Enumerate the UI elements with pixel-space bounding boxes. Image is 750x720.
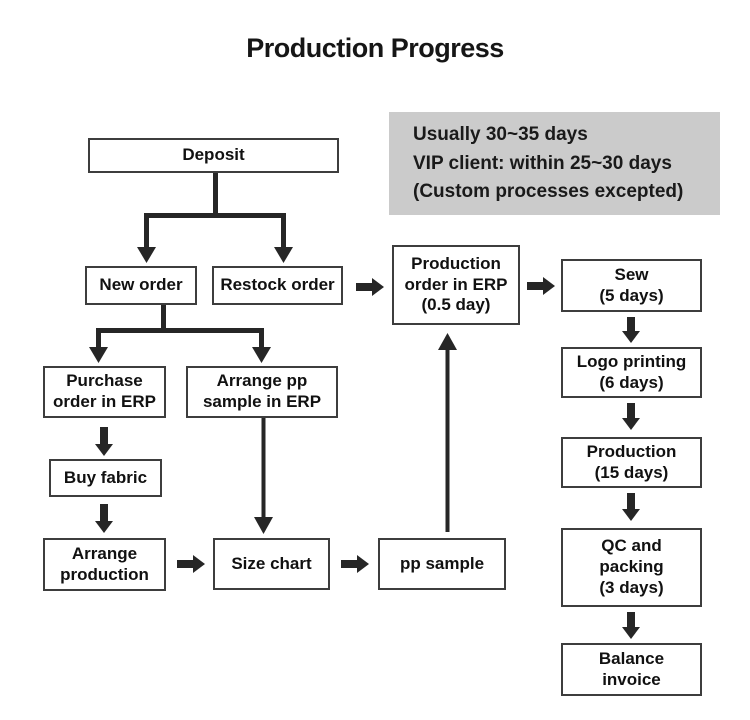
node-sew: Sew (5 days) <box>561 259 702 312</box>
arrow-sew-to-logo-printing <box>622 317 640 343</box>
arrowhead-to-size-chart <box>254 517 273 534</box>
arrowhead-to-purchase-order <box>89 347 108 363</box>
note-line-custom: (Custom processes excepted) <box>413 181 684 203</box>
arrow-buy-fabric-to-arrange-production <box>95 504 113 533</box>
arrowhead-to-production-order <box>438 333 457 350</box>
arrow-new-order-split <box>96 305 264 349</box>
arrowhead-to-new-order <box>137 247 156 263</box>
arrow-restock-to-production-order <box>356 278 384 296</box>
note-line-usual: Usually 30~35 days <box>413 123 588 145</box>
node-pp-sample: pp sample <box>378 538 506 590</box>
node-arrange-pp-sample: Arrange pp sample in ERP <box>186 366 338 418</box>
arrowhead-to-restock-order <box>274 247 293 263</box>
arrow-deposit-split <box>144 173 286 249</box>
arrow-qc-packing-to-balance-invoice <box>622 612 640 639</box>
note-line-vip: VIP client: within 25~30 days <box>413 152 672 174</box>
arrow-arrange-production-to-size-chart <box>177 555 205 573</box>
arrow-logo-printing-to-production <box>622 403 640 430</box>
arrow-production-to-qc-packing <box>622 493 640 521</box>
node-restock-order: Restock order <box>212 266 343 305</box>
node-buy-fabric: Buy fabric <box>49 459 162 497</box>
lead-time-note: Usually 30~35 days VIP client: within 25… <box>389 112 720 215</box>
node-new-order: New order <box>85 266 197 305</box>
arrow-size-chart-to-pp-sample <box>341 555 369 573</box>
node-logo-printing: Logo printing (6 days) <box>561 347 702 398</box>
node-purchase-order: Purchase order in ERP <box>43 366 166 418</box>
node-arrange-production: Arrange production <box>43 538 166 591</box>
page-title: Production Progress <box>246 33 504 63</box>
arrowhead-to-arrange-pp <box>252 347 271 363</box>
node-production: Production (15 days) <box>561 437 702 488</box>
node-size-chart: Size chart <box>213 538 330 590</box>
node-qc-packing: QC and packing (3 days) <box>561 528 702 607</box>
arrow-production-order-to-sew <box>527 277 555 295</box>
node-balance-invoice: Balance invoice <box>561 643 702 696</box>
node-deposit: Deposit <box>88 138 339 173</box>
arrow-purchase-order-to-buy-fabric <box>95 427 113 456</box>
node-production-order: Production order in ERP (0.5 day) <box>392 245 520 325</box>
